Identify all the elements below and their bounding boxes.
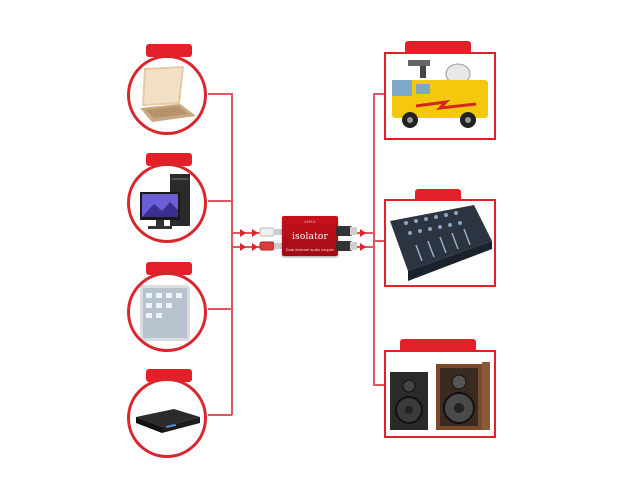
output-xlr-plugs <box>336 226 357 251</box>
left-connector-2 <box>208 200 232 202</box>
isolator-subtitle: Dual channel audio coupler <box>285 247 335 252</box>
destination-label-tag <box>415 189 461 202</box>
left-bus-line <box>231 93 233 415</box>
left-connector-3 <box>208 308 232 310</box>
tablet-icon <box>140 285 190 341</box>
source-tablet <box>127 272 207 352</box>
input-rca-plugs <box>259 227 284 251</box>
dvd-player-icon <box>136 409 200 433</box>
destination-speakers <box>384 350 496 438</box>
isolator-device: LHY-2 isolator Dual channel audio couple… <box>282 216 338 256</box>
mixing-console-icon <box>390 205 492 281</box>
right-connector-1 <box>373 93 385 95</box>
destination-label-tag <box>405 41 471 54</box>
isolator-model: LHY-2 <box>304 219 316 224</box>
right-bus-line <box>373 93 375 385</box>
desktop-computer-icon <box>140 174 190 229</box>
left-connector-4 <box>208 414 232 416</box>
destination-label-tag <box>400 339 476 352</box>
source-desktop <box>127 163 207 243</box>
source-dvd-player <box>127 378 207 458</box>
destination-mixing-console <box>384 199 496 287</box>
right-connector-2 <box>373 240 385 242</box>
source-label-tag <box>146 44 192 57</box>
output-arrows <box>360 229 366 251</box>
isolator-title: isolator <box>291 232 329 242</box>
right-connector-3 <box>373 384 385 386</box>
left-connector-1 <box>208 93 232 95</box>
source-label-tag <box>146 262 192 275</box>
laptop-icon <box>140 66 196 122</box>
broadcast-van-icon <box>392 60 488 128</box>
destination-broadcast-van <box>384 52 496 140</box>
input-arrows <box>240 229 258 251</box>
source-label-tag <box>146 153 192 166</box>
source-laptop <box>127 55 207 135</box>
speakers-icon <box>390 362 490 430</box>
